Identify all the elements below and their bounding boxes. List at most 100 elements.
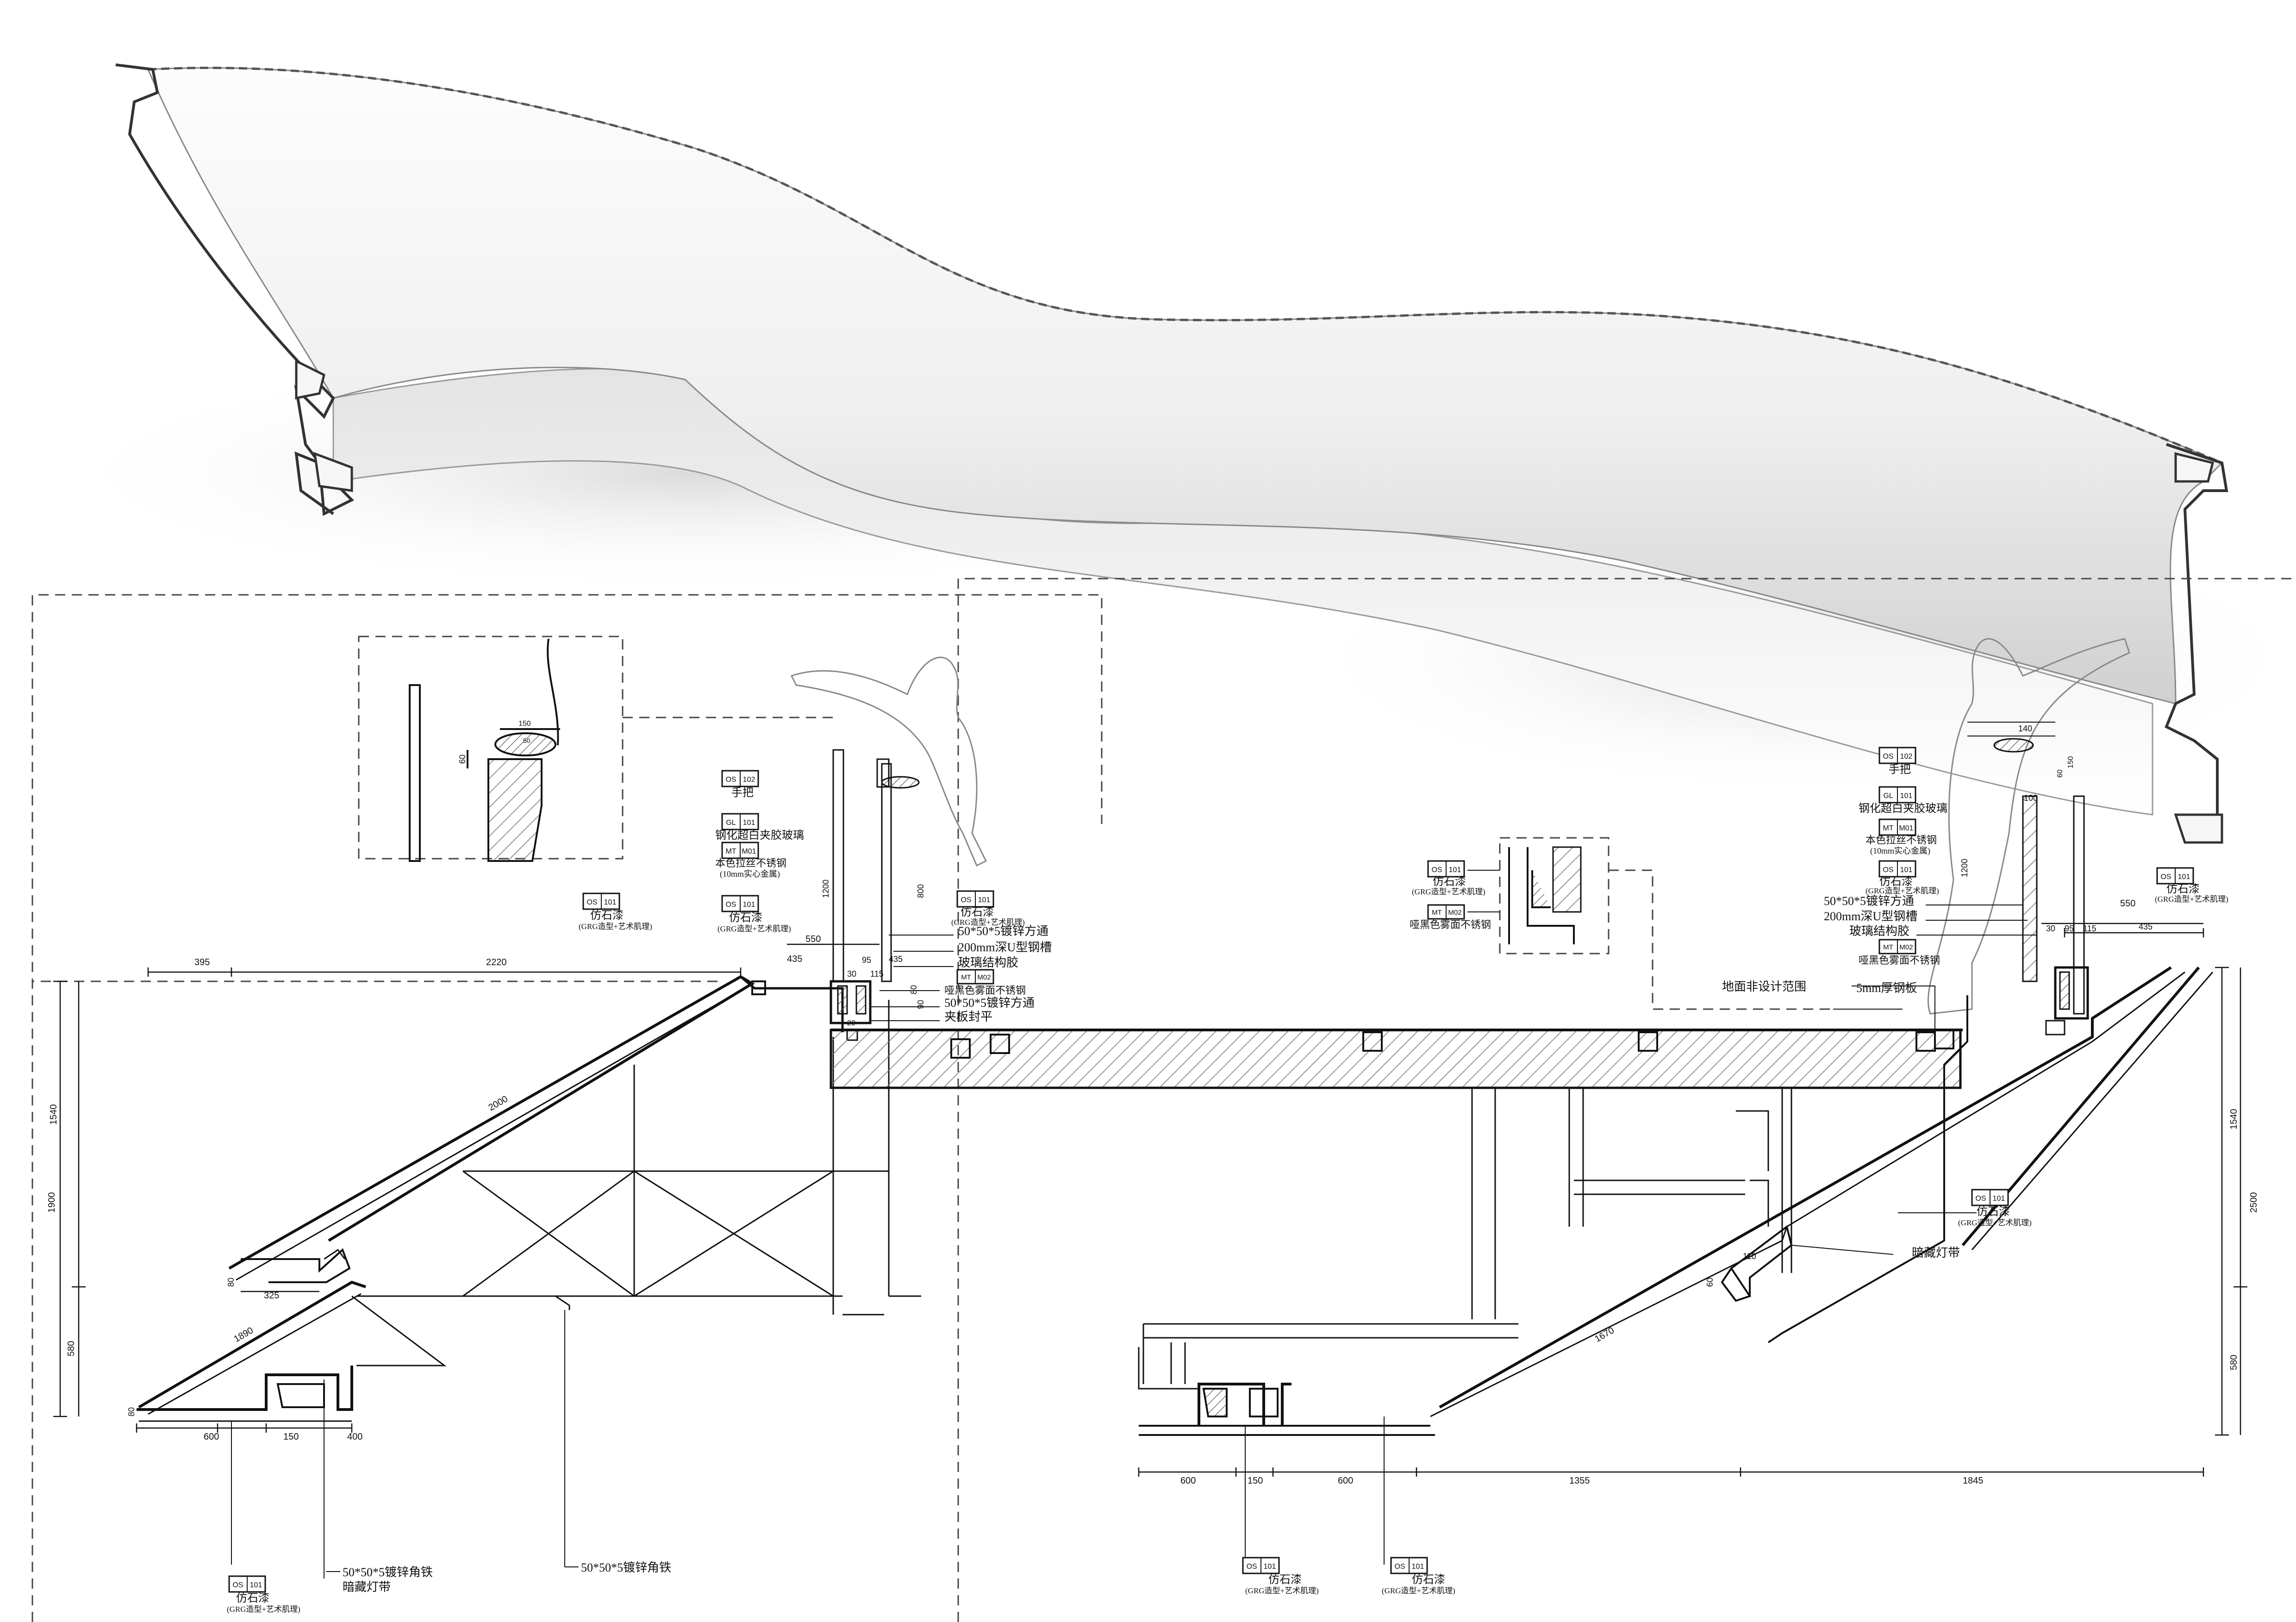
note-left-5: 夹板封平 (944, 1010, 992, 1023)
svg-text:1670: 1670 (1593, 1325, 1616, 1344)
svg-text:M02: M02 (977, 973, 991, 981)
svg-text:OS: OS (725, 901, 736, 909)
svg-text:101: 101 (1412, 1563, 1424, 1571)
tag-os101-left-3: OS 101 仿石漆 (GRG造型+艺术肌理) (951, 890, 1025, 927)
svg-text:仿石漆: 仿石漆 (2166, 883, 2200, 895)
callout-light-strip-right: 暗藏灯带 (1912, 1246, 1960, 1260)
svg-text:MT: MT (725, 848, 736, 855)
svg-text:MT: MT (1883, 943, 1893, 951)
svg-text:(GRG造型+艺术肌理): (GRG造型+艺术肌理) (227, 1605, 300, 1614)
svg-text:OS: OS (1883, 866, 1893, 874)
svg-text:395: 395 (194, 957, 210, 967)
note-left-2: 200mm深U型钢槽 (958, 941, 1052, 954)
svg-text:仿石漆: 仿石漆 (590, 909, 624, 922)
svg-text:OS: OS (1431, 866, 1442, 874)
tag-mt002-detail-right: MT M02 哑黑色雾面不锈钢 (1410, 904, 1491, 930)
svg-text:(GRG造型+艺术肌理): (GRG造型+艺术肌理) (579, 922, 652, 931)
left-section-drawing (53, 749, 921, 1578)
svg-text:哑黑色雾面不锈钢: 哑黑色雾面不锈钢 (1410, 919, 1491, 930)
svg-text:仿石漆: 仿石漆 (1977, 1205, 2010, 1218)
svg-text:95: 95 (862, 955, 871, 965)
left-dimensions: 395 2220 435 550 30 95 115 435 2000 1890… (47, 720, 925, 1442)
tag-mt001-right: MT M01 本色拉丝不锈钢 (10mm实心金属) (1866, 818, 1937, 856)
svg-text:800: 800 (916, 884, 925, 898)
svg-text:2220: 2220 (486, 957, 507, 967)
section-frames (31, 578, 2296, 1622)
svg-text:OS: OS (725, 776, 736, 784)
svg-text:80: 80 (909, 985, 918, 994)
person-figure-left (790, 656, 987, 867)
left-end-lip (295, 359, 353, 492)
note-steel-plate: 5mm厚钢板 (1856, 981, 1917, 995)
svg-text:60: 60 (458, 755, 467, 764)
svg-text:115: 115 (2083, 924, 2096, 933)
tag-os101-right-1: OS 101 仿石漆 (GRG造型+艺术肌理) (1866, 860, 1939, 895)
svg-text:1540: 1540 (2229, 1109, 2239, 1130)
svg-text:OS: OS (1883, 753, 1893, 761)
note-left-1: 50*50*5镀锌方通 (958, 924, 1048, 938)
svg-text:60: 60 (1705, 1278, 1715, 1287)
svg-text:150: 150 (2067, 756, 2075, 768)
rendering-3d (46, 63, 2296, 844)
svg-text:钢化超白夹胶玻璃: 钢化超白夹胶玻璃 (1859, 802, 1947, 815)
callout-angle-iron: 50*50*5镀锌角铁 (343, 1566, 433, 1579)
note-right-1: 50*50*5镀锌方通 (1824, 894, 1914, 908)
left-tags: OS 102 手把 GL 101 钢化超白夹胶玻璃 MT M01 本色拉丝不锈钢… (227, 770, 1052, 1614)
right-end-lip (2174, 452, 2223, 844)
tag-mt002-left: MT M02 哑黑色雾面不锈钢 (944, 969, 1026, 996)
svg-text:手把: 手把 (731, 786, 754, 799)
tag-os101-left-1: OS 101 仿石漆 (GRG造型+艺术肌理) (718, 895, 791, 933)
svg-text:100: 100 (2024, 793, 2038, 803)
right-section-drawing (830, 722, 2247, 1565)
svg-text:101: 101 (978, 896, 991, 904)
ribbon-surface (147, 67, 2223, 705)
svg-text:(GRG造型+艺术肌理): (GRG造型+艺术肌理) (1382, 1586, 1455, 1595)
svg-text:2500: 2500 (2249, 1192, 2259, 1213)
svg-text:M02: M02 (1448, 909, 1461, 917)
svg-text:90: 90 (916, 1000, 925, 1009)
svg-text:600: 600 (204, 1432, 219, 1442)
callout-light-strip-left: 暗藏灯带 (343, 1580, 391, 1594)
svg-text:435: 435 (787, 954, 802, 964)
svg-text:仿石漆: 仿石漆 (1433, 875, 1466, 888)
svg-text:80: 80 (226, 1278, 236, 1287)
svg-text:OS: OS (1246, 1563, 1257, 1571)
svg-text:150: 150 (283, 1432, 299, 1442)
svg-text:60: 60 (2056, 769, 2064, 778)
svg-text:95: 95 (2065, 924, 2074, 933)
svg-text:仿石漆: 仿石漆 (1268, 1573, 1302, 1586)
svg-text:M01: M01 (1899, 824, 1913, 832)
tag-os101-left-2: OS 101 仿石漆 (GRG造型+艺术肌理) (579, 892, 652, 931)
svg-text:580: 580 (66, 1341, 76, 1356)
svg-text:101: 101 (1900, 866, 1913, 874)
tag-mt002-right: MT M02 哑黑色雾面不锈钢 (1859, 939, 1940, 966)
svg-text:OS: OS (1394, 1563, 1405, 1571)
svg-text:MT: MT (961, 973, 971, 981)
svg-text:1540: 1540 (49, 1104, 59, 1125)
right-tags: OS 102 手把 GL 101 钢化超白夹胶玻璃 MT M01 本色拉丝不锈钢… (1242, 747, 2228, 1595)
note-floor-scope: 地面非设计范围 (1722, 980, 1806, 993)
svg-text:30: 30 (2046, 924, 2055, 933)
svg-text:325: 325 (264, 1291, 279, 1301)
svg-text:580: 580 (2229, 1355, 2239, 1370)
svg-text:仿石漆: 仿石漆 (1412, 1573, 1445, 1586)
svg-text:550: 550 (805, 934, 821, 944)
svg-text:50: 50 (523, 737, 530, 744)
svg-text:140: 140 (2018, 724, 2032, 733)
svg-text:101: 101 (1993, 1195, 2005, 1203)
note-left-4: 50*50*5镀锌方通 (944, 996, 1035, 1010)
svg-text:101: 101 (2178, 873, 2190, 881)
callout-angle-iron-2: 50*50*5镀锌角铁 (581, 1561, 671, 1574)
detail-handrail-left (409, 638, 560, 862)
svg-text:本色拉丝不锈钢: 本色拉丝不锈钢 (1866, 834, 1937, 846)
tag-os101-bottom-left: OS 101 仿石漆 (GRG造型+艺术肌理) (227, 1575, 300, 1614)
svg-text:101: 101 (1449, 866, 1461, 874)
svg-text:仿石漆: 仿石漆 (1879, 875, 1913, 888)
svg-text:哑黑色雾面不锈钢: 哑黑色雾面不锈钢 (1859, 954, 1940, 966)
svg-text:150: 150 (1248, 1476, 1263, 1486)
svg-text:102: 102 (743, 776, 755, 784)
svg-text:OS: OS (2160, 873, 2171, 881)
svg-text:仿石漆: 仿石漆 (961, 906, 994, 918)
svg-text:(GRG造型+艺术肌理): (GRG造型+艺术肌理) (1958, 1218, 2032, 1227)
